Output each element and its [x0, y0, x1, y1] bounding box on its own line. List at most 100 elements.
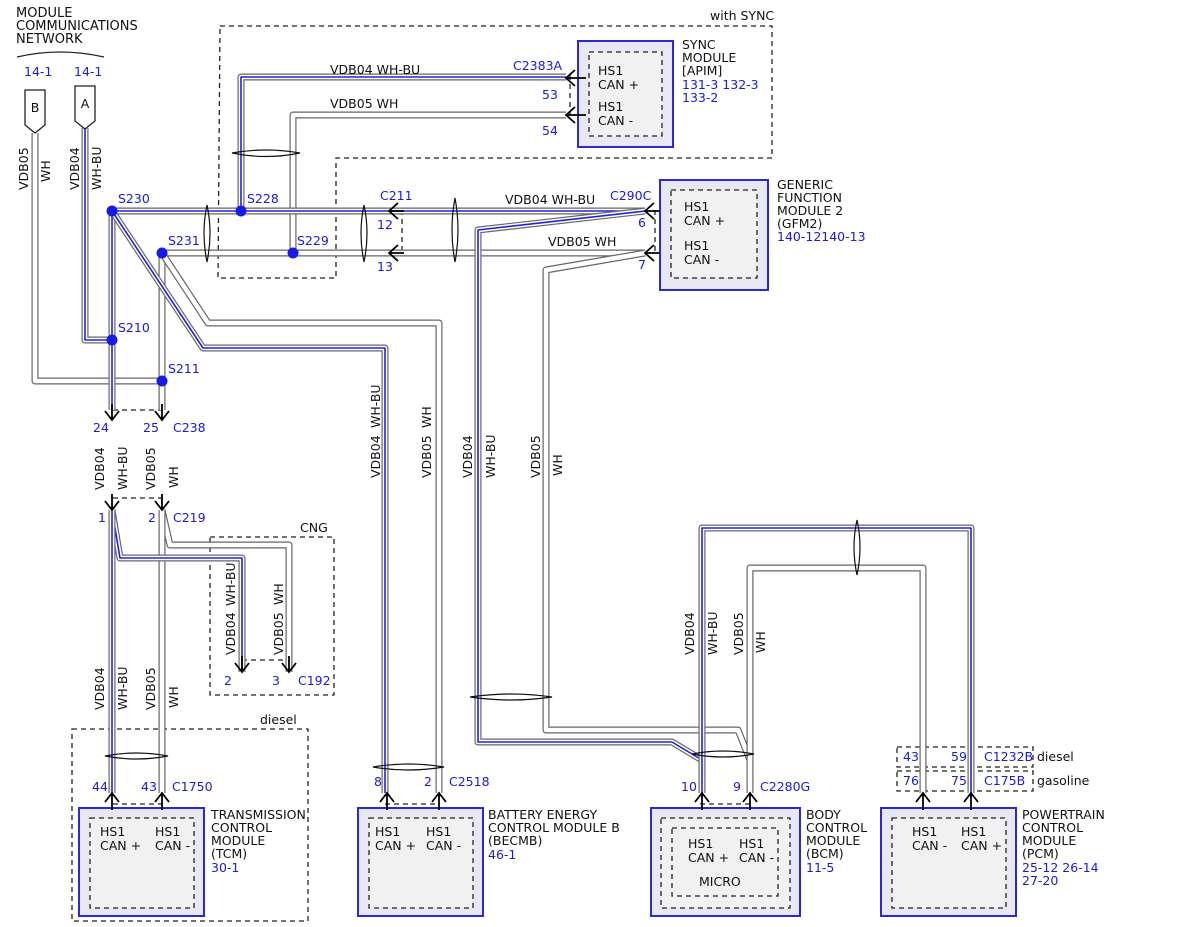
- whbu-wire-8: [701, 527, 972, 793]
- pin-12: 12: [377, 217, 393, 232]
- vlabel-26: WH-BU: [705, 611, 720, 655]
- pcm-pin-can-minus: CAN -: [912, 838, 947, 853]
- pin-2-c192: 2: [224, 673, 232, 688]
- wh-wire-3: [290, 112, 566, 253]
- sync-ref-2: 133-2: [682, 90, 718, 105]
- whbu-wire-7: [477, 210, 703, 793]
- tcm-name-2: CONTROL: [211, 820, 272, 835]
- splice-points: [106, 205, 299, 387]
- network-ref-b: 14-1: [24, 64, 52, 79]
- splice-label-s228: S228: [247, 191, 279, 206]
- splice-label-s229: S229: [297, 233, 329, 248]
- splice-s231: [156, 247, 168, 259]
- sync-ref-1: 131-3 132-3: [682, 77, 759, 92]
- network-ref-a: 14-1: [74, 64, 102, 79]
- connector-arrows: [104, 69, 979, 810]
- connector-a-letter: A: [81, 96, 90, 111]
- whbu-wire-3: [240, 76, 566, 211]
- bcm-name-2: CONTROL: [806, 820, 867, 835]
- sync-module-box: [577, 40, 674, 148]
- whbu-wire-outline: [474, 207, 706, 793]
- whbu-wire-fill: [475, 208, 705, 793]
- pin-2-c219: 2: [148, 510, 156, 525]
- bcm-pin-hs1-b: HS1: [739, 836, 764, 851]
- title-line-3: NETWORK: [16, 32, 83, 47]
- pcm-pin-can-plus: CAN +: [961, 838, 1002, 853]
- wh-wire-outline: [289, 111, 566, 253]
- splice-label-s230: S230: [118, 191, 150, 206]
- vlabel-11: VDB05: [271, 612, 286, 655]
- gfm2-name-4: (GFM2): [777, 216, 822, 231]
- vlabel-21: VDB04: [460, 435, 475, 478]
- sync-name-3: [APIM]: [682, 63, 722, 78]
- pin-59: 59: [951, 749, 967, 764]
- pin-9: 9: [733, 779, 741, 794]
- pin-13: 13: [377, 259, 393, 274]
- vlabel-2: WH: [38, 160, 53, 182]
- title-block: MODULE COMMUNICATIONS NETWORK 14-1 14-1: [16, 6, 138, 79]
- pcm-pin-hs1-a: HS1: [912, 824, 937, 839]
- wh-wire-8: [747, 565, 926, 793]
- bcm-pin-hs1-a: HS1: [688, 836, 713, 851]
- pin-1: 1: [98, 510, 106, 525]
- splice-s211: [156, 375, 168, 387]
- vlabel-19: VDB05: [419, 435, 434, 478]
- pin-6: 6: [638, 215, 646, 230]
- tcm-module-box: [78, 807, 205, 917]
- vlabel-23: VDB05: [528, 435, 543, 478]
- connector-c2280g: C2280G: [760, 779, 810, 794]
- gfm2-pin-hs1-a: HS1: [684, 199, 709, 214]
- pin-24: 24: [93, 420, 109, 435]
- gfm2-module-box: [659, 179, 769, 291]
- pin-76: 76: [903, 773, 919, 788]
- whbu-wire-0: [84, 128, 112, 341]
- becmb-pin-can-plus: CAN +: [375, 838, 416, 853]
- diesel-region-label: diesel: [260, 712, 297, 727]
- engine-label-diesel: diesel: [1037, 749, 1074, 764]
- vlabel-9: VDB04: [223, 612, 238, 655]
- sync-region: [217, 25, 773, 279]
- wh-wire-4: [160, 251, 442, 793]
- title-line-2: COMMUNICATIONS: [16, 19, 138, 34]
- connector-c1750: C1750: [172, 779, 213, 794]
- connector-c192: C192: [298, 673, 331, 688]
- connector-c1232b: C1232B: [984, 749, 1033, 764]
- sync-name-1: SYNC: [682, 37, 716, 52]
- becmb-ref-1: 46-1: [488, 847, 516, 862]
- pin-8: 8: [374, 774, 382, 789]
- cng-region-label: CNG: [300, 520, 328, 535]
- splice-label-s210: S210: [118, 320, 150, 335]
- twisted-pair-markers: [104, 149, 861, 771]
- title-brace: [16, 51, 105, 58]
- becmb-module-text: HS1 CAN + HS1 CAN - BATTERY ENERGY CONTR…: [375, 807, 620, 862]
- bcm-micro-label: MICRO: [699, 874, 741, 889]
- gfm2-module-text: HS1 CAN + HS1 CAN - GENERIC FUNCTION MOD…: [684, 177, 866, 267]
- wire-label-vdb05-sync: VDB05 WH: [330, 96, 398, 111]
- vlabel-27: VDB05: [731, 612, 746, 655]
- wh-wire-outline: [542, 249, 754, 793]
- vlabel-13: VDB04: [92, 667, 107, 710]
- tcm-pin-hs1-b: HS1: [155, 824, 180, 839]
- pcm-ref-1: 25-12 26-14: [1022, 860, 1099, 875]
- pcm-module-box: [880, 807, 1017, 917]
- wh-wire-0: [32, 133, 162, 384]
- gfm2-name-3: MODULE 2: [777, 203, 843, 218]
- wire-label-vdb04-sync: VDB04 WH-BU: [330, 62, 420, 77]
- vlabel-5: VDB04: [92, 447, 107, 490]
- wh-wire-7: [543, 250, 753, 793]
- splice-labels: S230 S228 S231 S229 S210 S211: [118, 191, 329, 376]
- vlabel-18: WH-BU: [368, 384, 383, 428]
- sync-name-2: MODULE: [682, 50, 736, 65]
- vlabel-25: VDB04: [682, 612, 697, 655]
- pin-43: 43: [141, 779, 157, 794]
- sync-pin-hs1-a: HS1: [598, 63, 623, 78]
- connector-labels: C2383A C211 C290C C238 C219 C192 C1750 C…: [172, 58, 1033, 794]
- becmb-module-box: [357, 807, 484, 917]
- engine-label-gasoline: gasoline: [1037, 773, 1090, 788]
- splice-s229: [287, 247, 299, 259]
- splice-label-s231: S231: [168, 233, 200, 248]
- vlabel-17: VDB04: [368, 435, 383, 478]
- pin-25: 25: [143, 420, 159, 435]
- bcm-name-3: MODULE: [806, 833, 860, 848]
